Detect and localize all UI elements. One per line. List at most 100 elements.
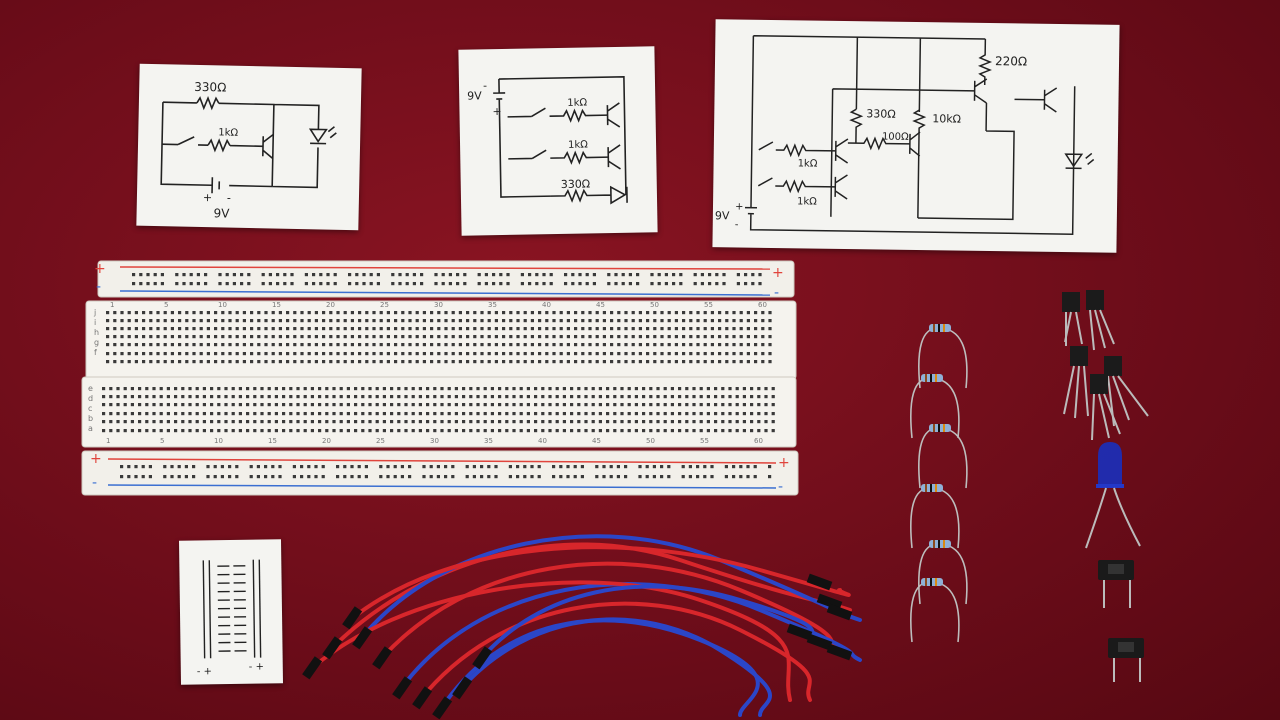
rail-minus-label-top: -	[96, 279, 101, 295]
resistor-label-1k-b: 1kΩ	[797, 196, 817, 207]
push-button	[1098, 560, 1134, 608]
wire-connector	[826, 643, 853, 661]
resistor-label-330: 330Ω	[194, 80, 226, 95]
battery-plus-label: +	[735, 201, 744, 212]
row-letter: c	[88, 404, 92, 413]
battery-voltage-label: 9V	[467, 89, 482, 102]
battery-plus-label: +	[203, 191, 212, 204]
jumper-wire	[348, 545, 851, 622]
note-label-left: - +	[197, 666, 212, 677]
transistor	[1086, 290, 1115, 351]
note-label-right: - +	[249, 662, 264, 673]
row-letter: f	[94, 348, 97, 357]
transistor-group	[1062, 290, 1149, 441]
column-number: 25	[380, 301, 389, 309]
transistor	[1090, 374, 1121, 441]
resistor	[929, 540, 951, 548]
jumper-wire	[418, 601, 812, 702]
battery-minus-label: -	[483, 79, 487, 92]
resistor-lead	[918, 543, 968, 605]
transistor	[1104, 356, 1149, 427]
note-drawing: - + - +	[197, 559, 264, 677]
column-number: 20	[322, 437, 331, 445]
resistor-label-1k-b: 1kΩ	[568, 139, 588, 150]
resistor-label-1k-a: 1kΩ	[567, 97, 587, 108]
jumper-wires	[302, 534, 862, 720]
jumper-wire	[328, 542, 852, 652]
column-number: 1	[110, 301, 114, 309]
column-number: 50	[646, 437, 655, 445]
schematic-card-transistor-switch: 330Ω 1kΩ + - 9V	[136, 63, 362, 231]
resistor-lead	[910, 581, 960, 643]
column-numbers: 1155101015152020252530303535404045455050…	[106, 301, 767, 445]
rail-plus-label-top: +	[94, 261, 106, 277]
battery-minus-label: -	[227, 192, 231, 205]
jumper-wire	[378, 561, 842, 662]
column-number: 40	[542, 301, 551, 309]
column-number: 50	[650, 301, 659, 309]
rail-plus-label-bottom-right: +	[778, 455, 790, 471]
jumper-wire	[478, 584, 822, 662]
schematic-card-and-gate: 9V - + 1kΩ 1kΩ 330Ω	[458, 46, 658, 236]
rail-minus-label-top-right: -	[774, 285, 779, 301]
breadboard-holes	[102, 273, 775, 479]
schematic-drawing: 9V - + 1kΩ 1kΩ 330Ω	[467, 76, 628, 205]
transistor	[1063, 346, 1089, 419]
jumper-wire	[458, 617, 772, 717]
jumper-wire	[438, 618, 760, 717]
resistor-label-100: 100Ω	[882, 132, 909, 143]
jumper-wire	[308, 580, 792, 702]
row-letter: h	[94, 328, 99, 337]
wire-connector	[342, 606, 363, 630]
resistor-label-330: 330Ω	[561, 177, 591, 191]
column-number: 45	[596, 301, 605, 309]
column-number: 35	[488, 301, 497, 309]
resistor	[929, 424, 951, 432]
resistor-label-10k: 10kΩ	[932, 112, 961, 125]
wire-connector	[472, 646, 493, 670]
row-letter: e	[88, 384, 93, 393]
resistor-chain	[910, 324, 968, 643]
row-letter: d	[88, 394, 93, 403]
battery-plus-label: +	[492, 105, 501, 118]
column-number: 10	[218, 301, 227, 309]
wire-connector	[826, 603, 853, 621]
resistor	[929, 324, 951, 332]
resistor	[921, 374, 943, 382]
row-letter: a	[88, 424, 93, 433]
rail-note-card: - + - +	[178, 539, 284, 685]
resistor-label-1k: 1kΩ	[218, 127, 238, 138]
wire-connector	[816, 593, 843, 611]
rail-minus-label-bottom-right: -	[778, 479, 783, 495]
blue-led	[1085, 442, 1141, 549]
column-number: 30	[430, 437, 439, 445]
push-button	[1108, 638, 1144, 682]
column-number: 15	[272, 301, 281, 309]
schematic-card-complex-circuit: 220Ω 330Ω 100Ω 10kΩ 1kΩ 1kΩ 9V + -	[712, 19, 1120, 253]
column-number: 25	[376, 437, 385, 445]
resistor	[921, 484, 943, 492]
wire-connector	[322, 636, 343, 660]
column-number: 20	[326, 301, 335, 309]
transistor	[1062, 292, 1083, 346]
row-letter: i	[94, 318, 96, 327]
resistor-lead	[918, 427, 968, 489]
wire-connector	[806, 633, 833, 651]
wire-connector	[452, 676, 473, 700]
resistor-lead	[918, 327, 968, 389]
column-number: 40	[538, 437, 547, 445]
resistor-label-220: 220Ω	[995, 54, 1027, 68]
jumper-wire	[358, 534, 862, 642]
wire-connector	[352, 626, 373, 650]
battery-minus-label: -	[735, 219, 739, 230]
column-number: 1	[106, 437, 110, 445]
wire-connector	[302, 656, 323, 680]
resistor-label-1k-a: 1kΩ	[798, 158, 818, 169]
schematic-drawing: 330Ω 1kΩ + - 9V	[160, 80, 337, 221]
row-letter: g	[94, 338, 99, 347]
rail-minus-label-bottom: -	[92, 475, 97, 491]
resistor-lead	[910, 377, 960, 439]
